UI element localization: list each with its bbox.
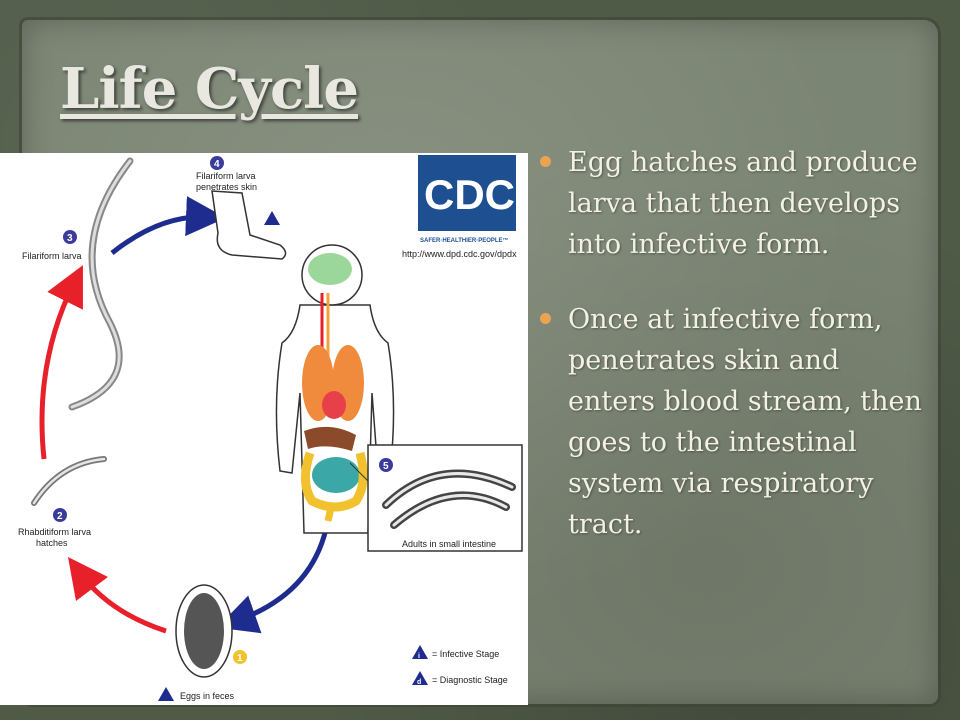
svg-text:d: d — [417, 679, 421, 686]
arrow-1-to-2 — [67, 557, 167, 634]
svg-text:i: i — [418, 653, 420, 660]
arrow-3-to-4 — [110, 196, 226, 255]
infective-marker-icon — [264, 211, 280, 225]
foot-shape — [211, 190, 287, 260]
svg-text:4: 4 — [214, 159, 220, 170]
legend-infective-icon — [412, 645, 428, 659]
cdc-tagline: SAFER·HEALTHIER·PEOPLE™ — [420, 237, 509, 244]
slide-title: Life Cycle — [60, 56, 359, 122]
bullet-text: Egg hatches and produce larva that then … — [568, 147, 918, 260]
bullet-dot-icon — [540, 313, 551, 324]
life-cycle-diagram: CDC SAFER·HEALTHIER·PEOPLE™ http://www.d… — [0, 153, 528, 705]
legend-diagnostic-label: = Diagnostic Stage — [432, 675, 508, 685]
cdc-logo-text: CDC — [424, 171, 515, 218]
stage-1-label: Eggs in feces — [180, 691, 235, 701]
egg-interior — [184, 593, 224, 669]
filariform-larva-shape — [68, 157, 134, 411]
legend: i = Infective Stage d = Diagnostic Stage — [412, 645, 508, 686]
human-body-figure — [275, 244, 395, 534]
stage-5-label: Adults in small intestine — [402, 539, 496, 549]
life-cycle-svg: CDC SAFER·HEALTHIER·PEOPLE™ http://www.d… — [18, 155, 523, 701]
cdc-url: http://www.dpd.cdc.gov/dpdx — [402, 249, 517, 259]
bullet-item: Once at infective form, penetrates skin … — [540, 299, 930, 545]
svg-text:1: 1 — [237, 653, 243, 664]
stage-2-badge — [53, 508, 67, 522]
arrow-body-to-1 — [217, 528, 329, 634]
svg-text:5: 5 — [383, 461, 389, 472]
stage-4-label-line2: penetrates skin — [196, 182, 257, 192]
svg-text:3: 3 — [67, 233, 73, 244]
bullet-text: Once at infective form, penetrates skin … — [568, 304, 922, 540]
arrow-2-to-3 — [39, 265, 83, 460]
stage-1-badge — [233, 650, 247, 664]
legend-infective-label: = Infective Stage — [432, 649, 499, 659]
stage-2-label-line1: Rhabditiform larva — [18, 527, 91, 537]
stage-4-badge — [210, 156, 224, 170]
bullet-dot-icon — [540, 156, 551, 167]
stage-4-label-line1: Filariform larva — [196, 171, 256, 181]
stage-3-badge — [63, 230, 77, 244]
cdc-logo: CDC SAFER·HEALTHIER·PEOPLE™ http://www.d… — [402, 155, 517, 259]
legend-diagnostic-icon — [412, 671, 428, 685]
bullet-item: Egg hatches and produce larva that then … — [540, 142, 930, 265]
rhabditiform-larva-shape — [31, 456, 107, 506]
stage-2-label-line2: hatches — [36, 538, 68, 548]
diagnostic-marker-icon — [158, 687, 174, 701]
bullet-list: Egg hatches and produce larva that then … — [540, 142, 930, 579]
stage-5-badge — [379, 458, 393, 472]
svg-text:2: 2 — [57, 511, 63, 522]
stage-3-label: Filariform larva — [22, 251, 82, 261]
